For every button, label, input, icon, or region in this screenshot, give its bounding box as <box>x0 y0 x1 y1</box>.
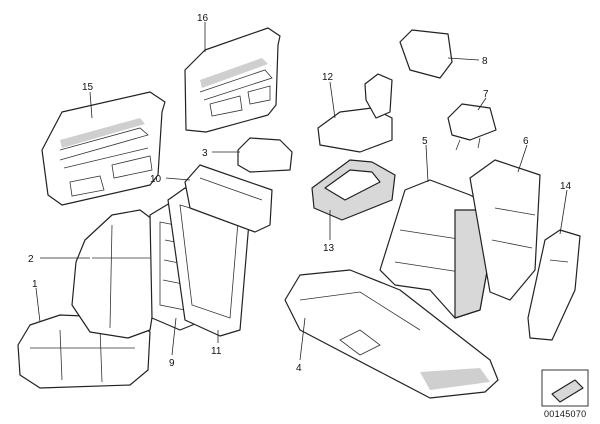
leader-lines <box>35 22 568 361</box>
headrest-rear-top <box>399 29 453 79</box>
callout-7: 7 <box>483 89 489 100</box>
callout-12: 12 <box>322 72 334 83</box>
door-trim-panel <box>41 91 166 206</box>
callout-6: 6 <box>523 136 529 147</box>
rear-seat-cushion <box>284 269 499 399</box>
callout-3: 3 <box>202 148 208 159</box>
callout-13: 13 <box>323 243 335 254</box>
callout-14: 14 <box>560 181 572 192</box>
callout-labels: 1 2 3 4 5 6 7 8 9 10 11 12 13 14 15 16 0… <box>28 13 586 419</box>
callout-8: 8 <box>482 56 488 67</box>
legend-icon-box <box>541 369 589 407</box>
callout-11: 11 <box>211 346 222 357</box>
callout-10: 10 <box>150 174 162 185</box>
storage-compartment <box>311 159 396 221</box>
callout-5: 5 <box>422 136 428 147</box>
callout-1: 1 <box>32 279 38 290</box>
catalog-number: 00145070 <box>544 409 586 419</box>
headrest-front <box>237 137 293 173</box>
callout-9: 9 <box>169 358 175 369</box>
callout-15: 15 <box>82 82 94 93</box>
side-bolster <box>527 229 581 341</box>
rear-backrest-right <box>469 159 541 301</box>
door-trim-panel-rear <box>184 27 281 133</box>
front-backrest-cover <box>71 209 161 339</box>
rear-backrest-panel <box>184 164 273 233</box>
callout-4: 4 <box>296 363 302 374</box>
callout-16: 16 <box>197 13 209 24</box>
backrest-panel <box>167 187 251 337</box>
headrest-rear <box>447 103 497 151</box>
callout-2: 2 <box>28 254 34 265</box>
armrest <box>317 73 393 153</box>
